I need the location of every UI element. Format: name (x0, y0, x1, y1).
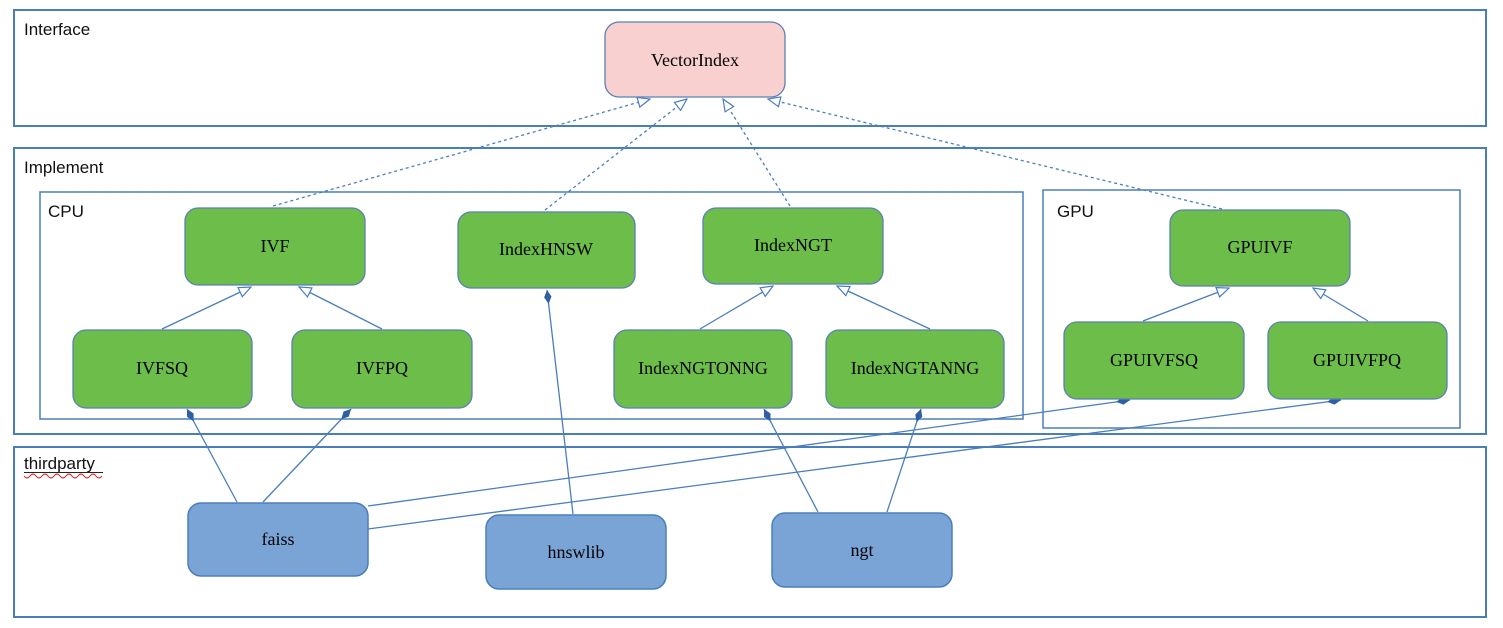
node-hnswlib-label: hnswlib (547, 542, 604, 562)
node-indexngt: IndexNGT (702, 207, 884, 285)
edge-indexngtanng-to-indexngt (837, 286, 931, 330)
node-gpuivf: GPUIVF (1169, 209, 1351, 287)
node-ivfpq: IVFPQ (291, 329, 473, 409)
node-indexngtanng-box (825, 329, 1005, 409)
node-ivf-box (184, 207, 366, 286)
thirdparty-label: thirdparty (24, 454, 95, 473)
node-gpuivf-box (1169, 209, 1351, 287)
gpu-container (1042, 189, 1461, 429)
node-indexngtanng: IndexNGTANNG (825, 329, 1005, 409)
node-gpuivfpq-label: GPUIVFPQ (1313, 350, 1401, 370)
node-indexngtanng-label: IndexNGTANNG (851, 358, 980, 378)
edge-indexhnsw-to-vectorindex (544, 99, 687, 211)
spellcheck-squiggle-icon (23, 473, 103, 479)
node-indexngtonng: IndexNGTONNG (613, 329, 793, 409)
node-ngt-label: ngt (850, 540, 873, 560)
node-faiss-label: faiss (262, 529, 295, 549)
node-indexngt-label: IndexNGT (754, 235, 832, 255)
node-gpuivfsq: GPUIVFSQ (1063, 321, 1245, 400)
edge-gpuivfsq-to-gpuivf (1142, 288, 1229, 322)
interface-container (13, 9, 1487, 127)
edge-hnswlib-to-indexhnsw (544, 289, 574, 515)
node-hnswlib: hnswlib (485, 514, 667, 590)
edge-ngt-to-indexngtonng (763, 408, 819, 513)
implement-container (13, 147, 1487, 435)
gpu-label: GPU (1057, 202, 1094, 221)
edge-faiss-to-gpuivfsq (367, 397, 1131, 507)
interface-label: Interface (24, 20, 90, 39)
edge-ivfsq-to-ivf (161, 287, 251, 330)
node-gpuivfsq-label: GPUIVFSQ (1110, 350, 1198, 370)
node-indexngtonng-label: IndexNGTONNG (638, 358, 768, 378)
edge-ngt-to-indexngtanng (886, 408, 923, 513)
node-vectorindex-box (604, 21, 786, 98)
node-ivfsq-label: IVFSQ (136, 358, 188, 378)
node-faiss-box (187, 502, 369, 577)
node-indexngt-box (702, 207, 884, 285)
node-indexhnsw-label: IndexHNSW (499, 239, 593, 259)
edge-ivfpq-to-ivf (299, 287, 383, 330)
implement-label: Implement (24, 158, 104, 177)
node-gpuivf-label: GPUIVF (1227, 237, 1292, 257)
node-vectorindex-label: VectorIndex (651, 50, 739, 70)
edge-faiss-to-ivfsq (186, 408, 238, 503)
edge-gpuivfpq-to-gpuivf (1313, 288, 1369, 322)
node-vectorindex: VectorIndex (604, 21, 786, 98)
thirdparty-container (13, 446, 1487, 618)
node-gpuivfsq-box (1063, 321, 1245, 400)
node-ivf-label: IVF (260, 236, 289, 256)
edge-ivf-to-vectorindex (272, 99, 650, 207)
node-ngt-box (771, 512, 953, 588)
cpu-label: CPU (48, 202, 84, 221)
node-ngt: ngt (771, 512, 953, 588)
node-gpuivfpq-box (1267, 321, 1448, 400)
node-indexhnsw-box (457, 211, 636, 289)
edge-faiss-to-gpuivfpq (367, 397, 1342, 530)
edge-indexngt-to-vectorindex (723, 99, 791, 207)
cpu-container (39, 191, 1024, 420)
node-indexngtonng-box (613, 329, 793, 409)
edge-indexngtonng-to-indexngt (699, 286, 773, 330)
node-indexhnsw: IndexHNSW (457, 211, 636, 289)
node-ivfpq-box (291, 329, 473, 409)
node-ivfsq-box (72, 329, 253, 409)
node-ivf: IVF (184, 207, 366, 286)
node-ivfsq: IVFSQ (72, 329, 253, 409)
node-gpuivfpq: GPUIVFPQ (1267, 321, 1448, 400)
node-ivfpq-label: IVFPQ (356, 358, 408, 378)
node-hnswlib-box (485, 514, 667, 590)
edge-faiss-to-ivfpq (262, 408, 352, 503)
node-faiss: faiss (187, 502, 369, 577)
